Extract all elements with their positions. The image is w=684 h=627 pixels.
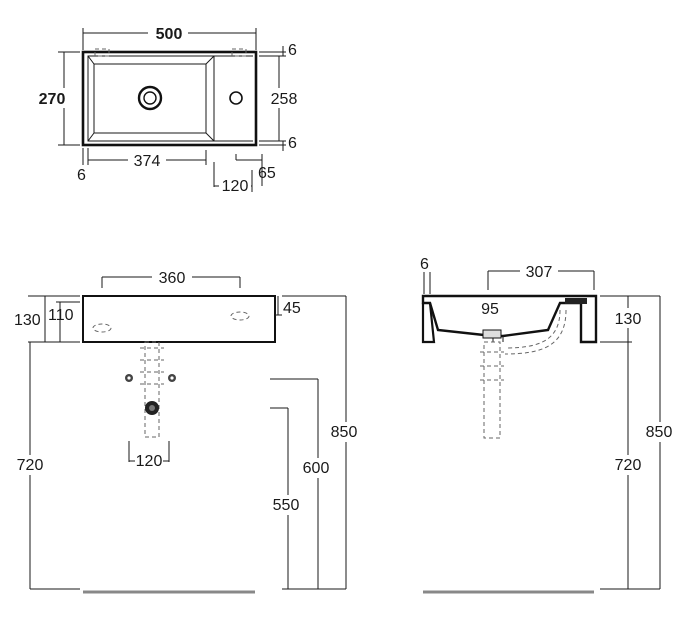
dim-130-side: 130 <box>615 311 642 328</box>
dim-850-side: 850 <box>646 424 673 441</box>
dim-95: 95 <box>481 301 499 318</box>
dim-45: 45 <box>283 300 301 317</box>
dim-120-top: 120 <box>222 178 249 195</box>
dim-600: 600 <box>303 460 330 477</box>
drain-icon <box>137 85 163 111</box>
dim-6-top: 6 <box>288 42 297 59</box>
dim-6-left: 6 <box>77 167 86 184</box>
tap-hole-icon <box>229 91 243 105</box>
top-view: 500 270 6 258 6 374 6 120 <box>36 22 300 195</box>
dim-360: 360 <box>159 270 186 287</box>
dim-120-front: 120 <box>136 453 163 470</box>
dim-258: 258 <box>271 91 298 108</box>
basin-outline-top <box>81 50 258 147</box>
dim-6-side: 6 <box>420 256 429 273</box>
dim-130-front: 130 <box>14 312 41 329</box>
dim-850-front: 850 <box>331 424 358 441</box>
dim-110: 110 <box>48 307 74 324</box>
dim-550: 550 <box>273 497 300 514</box>
dim-500: 500 <box>156 26 183 43</box>
side-view: 6 307 95 130 720 850 <box>420 256 676 594</box>
dim-6-bottom: 6 <box>288 135 297 152</box>
front-view: 360 130 110 45 120 <box>14 268 362 594</box>
dim-374: 374 <box>134 153 161 170</box>
dim-307: 307 <box>526 264 553 281</box>
dim-720-front: 720 <box>17 457 44 474</box>
dim-720-side: 720 <box>615 457 642 474</box>
basin-front <box>82 295 276 343</box>
basin-bowl-top <box>87 55 215 142</box>
dim-65: 65 <box>258 165 276 182</box>
dim-270: 270 <box>39 91 66 108</box>
